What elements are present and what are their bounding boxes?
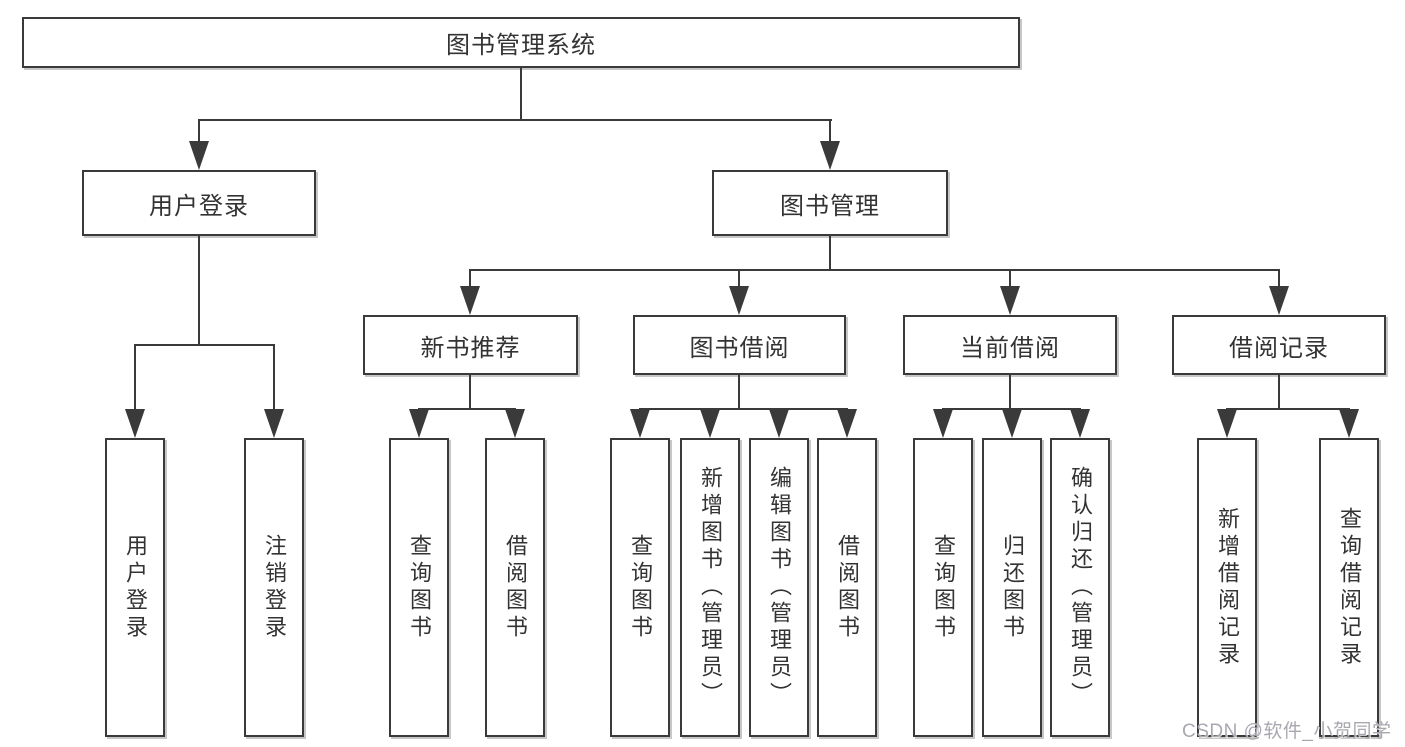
- arrow-to-leaf-confirm-return: [1070, 409, 1090, 438]
- node-book-borrowing: 图书借阅: [633, 315, 846, 375]
- leaf-query-borrow-record: 查询借阅记录: [1319, 438, 1379, 737]
- connector-new-book-recommend-branch: [418, 408, 516, 410]
- arrow-to-leaf-query-book-1: [409, 409, 429, 438]
- leaf-confirm-return-admin: 确认归还（管理员）: [1050, 438, 1110, 737]
- arrow-to-new-book-recommend: [460, 286, 480, 315]
- node-book-management: 图书管理: [712, 170, 948, 236]
- arrow-to-leaf-query-borrow-record: [1339, 409, 1359, 438]
- arrow-to-leaf-query-book-3: [933, 409, 953, 438]
- arrow-to-leaf-query-book-2: [630, 409, 650, 438]
- connector-book-borrowing-branch: [639, 408, 848, 410]
- leaf-borrow-book-1-label: 借阅图书: [503, 533, 528, 642]
- connector-borrowing-records-stem: [1278, 375, 1280, 409]
- leaf-confirm-return-admin-label: 确认归还（管理员）: [1068, 466, 1093, 709]
- connector-book-borrowing-stem: [738, 375, 740, 409]
- connector-to-leaf-user-login: [134, 346, 136, 410]
- connector-to-leaf-logout: [273, 346, 275, 410]
- leaf-return-book-label: 归还图书: [1000, 533, 1025, 642]
- arrow-to-leaf-user-login: [125, 409, 145, 438]
- node-current-borrowing: 当前借阅: [903, 315, 1117, 375]
- arrow-to-leaf-add-book: [700, 409, 720, 438]
- connector-to-current-borrowing: [1009, 271, 1011, 287]
- connector-root-branch: [198, 119, 832, 121]
- node-new-book-recommend: 新书推荐: [363, 315, 578, 375]
- leaf-user-login-label: 用户登录: [123, 533, 148, 642]
- leaf-query-book-1-label: 查询图书: [407, 533, 432, 642]
- arrow-to-current-borrowing: [1000, 286, 1020, 315]
- leaf-user-login: 用户登录: [105, 438, 165, 737]
- leaf-logout: 注销登录: [244, 438, 304, 737]
- arrow-to-leaf-add-borrow-record: [1217, 409, 1237, 438]
- leaf-edit-book-admin-label: 编辑图书（管理员）: [767, 466, 792, 709]
- leaf-add-borrow-record: 新增借阅记录: [1197, 438, 1257, 737]
- connector-to-book-borrowing: [738, 271, 740, 287]
- connector-to-borrowing-records: [1278, 271, 1280, 287]
- arrow-to-user-login: [189, 141, 209, 170]
- arrow-to-book-borrowing: [729, 286, 749, 315]
- arrow-to-leaf-logout: [264, 409, 284, 438]
- leaf-borrow-book-1: 借阅图书: [485, 438, 545, 737]
- arrow-to-book-management: [820, 141, 840, 170]
- connector-book-management-stem: [829, 236, 831, 270]
- leaf-query-book-3: 查询图书: [913, 438, 973, 737]
- leaf-borrow-book-2: 借阅图书: [817, 438, 877, 737]
- leaf-query-book-1: 查询图书: [389, 438, 449, 737]
- leaf-query-book-2: 查询图书: [610, 438, 670, 737]
- leaf-query-borrow-record-label: 查询借阅记录: [1337, 506, 1362, 669]
- leaf-add-borrow-record-label: 新增借阅记录: [1215, 506, 1240, 669]
- node-user-login: 用户登录: [82, 170, 316, 236]
- leaf-query-book-2-label: 查询图书: [628, 533, 653, 642]
- arrow-to-borrowing-records: [1269, 286, 1289, 315]
- leaf-logout-label: 注销登录: [262, 533, 287, 642]
- leaf-return-book: 归还图书: [982, 438, 1042, 737]
- connector-to-new-book-recommend: [469, 271, 471, 287]
- arrow-to-leaf-return-book: [1002, 409, 1022, 438]
- leaf-borrow-book-2-label: 借阅图书: [835, 533, 860, 642]
- arrow-to-leaf-borrow-book-1: [505, 409, 525, 438]
- csdn-watermark: CSDN @软件_小贺同学: [1182, 721, 1392, 742]
- connector-to-user-login: [198, 121, 200, 142]
- leaf-add-book-admin: 新增图书（管理员）: [680, 438, 740, 737]
- connector-book-management-branch: [469, 269, 1280, 271]
- connector-user-login-branch: [134, 344, 275, 346]
- node-library-management-system: 图书管理系统: [22, 17, 1020, 68]
- connector-current-borrowing-stem: [1009, 375, 1011, 409]
- leaf-add-book-admin-label: 新增图书（管理员）: [698, 466, 723, 709]
- arrow-to-leaf-edit-book: [769, 409, 789, 438]
- connector-root-stem: [520, 68, 522, 120]
- leaf-edit-book-admin: 编辑图书（管理员）: [749, 438, 809, 737]
- arrow-to-leaf-borrow-book-2: [837, 409, 857, 438]
- connector-new-book-recommend-stem: [469, 375, 471, 409]
- connector-user-login-stem: [198, 236, 200, 346]
- leaf-query-book-3-label: 查询图书: [931, 533, 956, 642]
- node-borrowing-records: 借阅记录: [1172, 315, 1386, 375]
- connector-borrowing-records-branch: [1226, 408, 1350, 410]
- connector-to-book-management: [829, 121, 831, 142]
